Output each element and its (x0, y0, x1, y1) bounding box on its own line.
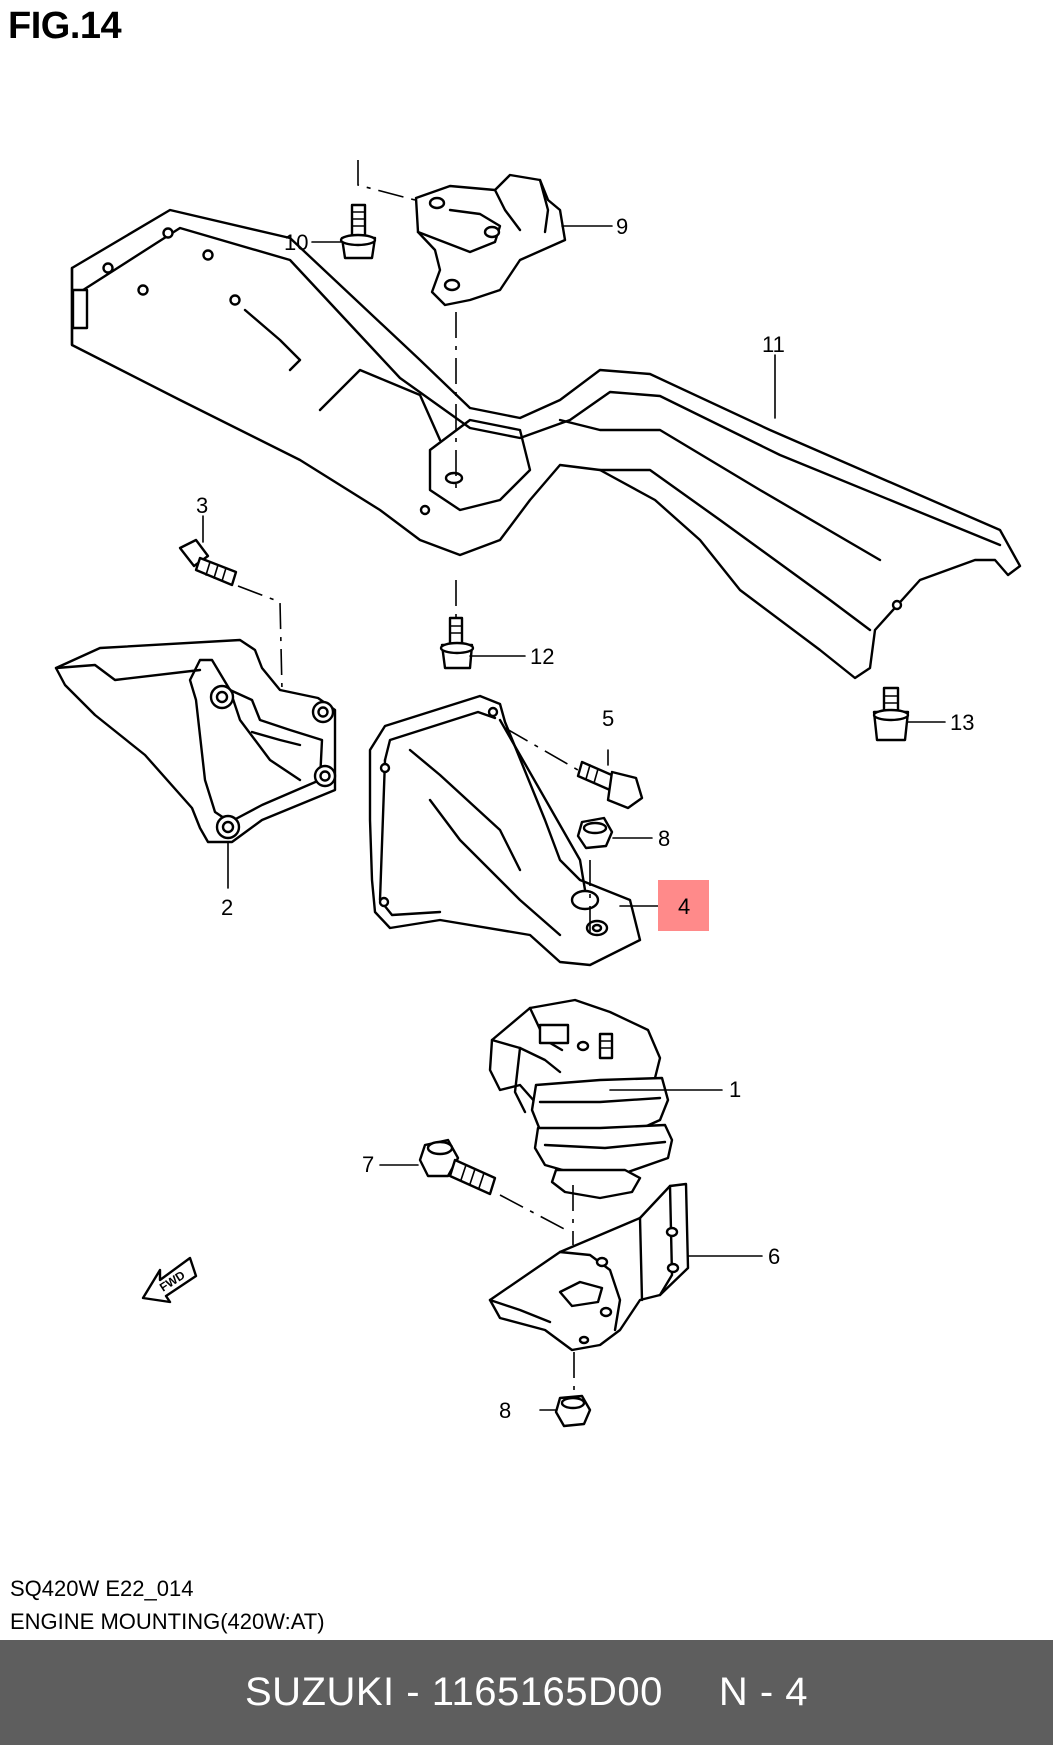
callout-4: 4 (678, 894, 690, 919)
figure-title: FIG.14 (8, 5, 122, 47)
part-7-bolt (418, 1138, 571, 1233)
callout-13: 13 (950, 710, 974, 735)
diagram-description: ENGINE MOUNTING(420W:AT) (10, 1609, 325, 1634)
bottom-bar: SUZUKI - 1165165D00 N - 4 (0, 1640, 1053, 1745)
callout-8-upper: 8 (658, 826, 670, 851)
part-5-bolt (504, 727, 644, 810)
page-number-text: N - 4 (718, 1670, 809, 1714)
callout-5: 5 (602, 706, 614, 731)
callout-4-highlight (658, 880, 709, 931)
part-number-text: SUZUKI - 1165165D00 (244, 1670, 663, 1714)
callout-6: 6 (768, 1244, 780, 1269)
part-13-bolt (872, 686, 910, 742)
exploded-parts-diagram: FWD 1 2 3 4 5 6 7 8 8 9 10 11 12 13 (54, 160, 1022, 1428)
callout-2: 2 (221, 895, 233, 920)
fwd-arrow-icon: FWD (141, 1256, 198, 1304)
part-4-engine-bracket (368, 694, 642, 967)
part-9-upper-bracket (357, 160, 567, 488)
part-8-nut-lower (554, 1394, 592, 1428)
callout-7: 7 (362, 1152, 374, 1177)
diagram-code: SQ420W E22_014 (10, 1576, 194, 1601)
part-10-bolt (339, 203, 377, 260)
part-12-bolt (439, 580, 475, 670)
leader-lines (202, 225, 946, 1411)
part-11-crossmember (70, 208, 1022, 680)
callout-10: 10 (284, 230, 308, 255)
part-8-nut-upper (576, 816, 614, 850)
callout-1: 1 (729, 1077, 741, 1102)
callout-11: 11 (762, 332, 785, 357)
callouts: 1 2 3 4 5 6 7 8 8 9 10 11 12 13 (196, 214, 974, 1423)
callout-3: 3 (196, 493, 208, 518)
part-1-engine-mount (488, 998, 674, 1245)
part-3-bolt (178, 538, 283, 691)
callout-8-lower: 8 (499, 1398, 511, 1423)
callout-9: 9 (616, 214, 628, 239)
part-6-lower-bracket (488, 1182, 690, 1390)
callout-12: 12 (530, 644, 554, 669)
part-2-side-bracket (54, 638, 337, 844)
